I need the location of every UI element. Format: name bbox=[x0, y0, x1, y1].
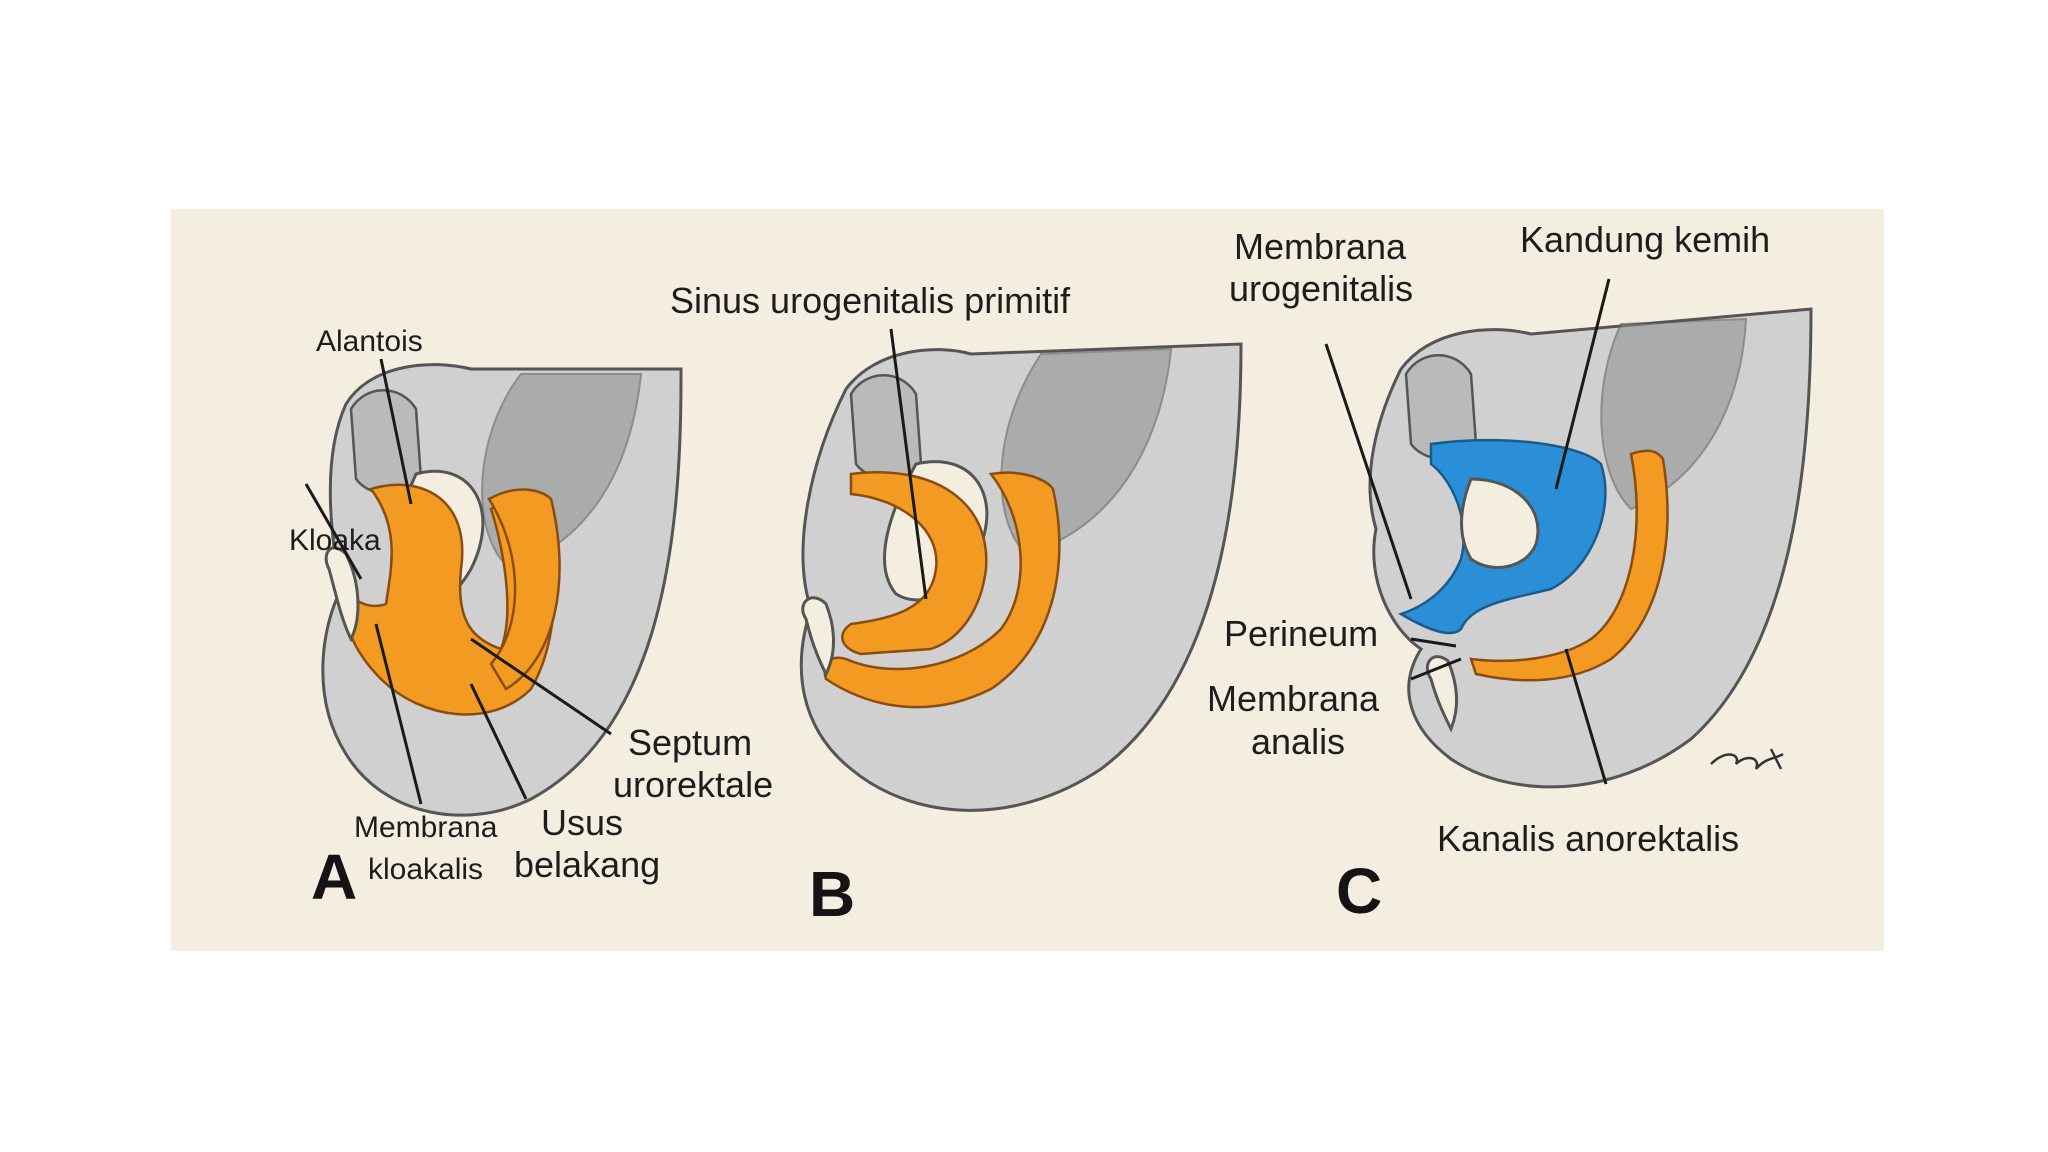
panel-c: Membrana urogenitalis Kandung kemih Peri… bbox=[1207, 219, 1813, 927]
illustrator-signature-mark bbox=[1710, 748, 1784, 770]
leader-membrana-kloakalis bbox=[374, 623, 423, 805]
panel-b-hindgut bbox=[823, 471, 1061, 709]
panel-a-tail-fold bbox=[324, 546, 360, 643]
label-sinus: Sinus urogenitalis primitif bbox=[670, 280, 1071, 321]
label-membrana-kloakalis-2: kloakalis bbox=[368, 853, 483, 886]
label-usus-1: Usus bbox=[541, 802, 623, 843]
leader-septum bbox=[470, 637, 612, 736]
panel-letter-a: A bbox=[311, 841, 357, 913]
label-septum-1: Septum bbox=[628, 722, 752, 763]
label-kandung-kemih: Kandung kemih bbox=[1520, 219, 1770, 260]
panel-a-allantois-tube bbox=[349, 389, 423, 496]
label-perineum: Perineum bbox=[1224, 613, 1378, 654]
leader-kloaka bbox=[304, 483, 363, 580]
panel-a: Alantois Kloaka Septum urorektale Membra… bbox=[289, 325, 773, 913]
embryology-figure: Alantois Kloaka Septum urorektale Membra… bbox=[171, 209, 1884, 951]
leader-usus-belakang bbox=[469, 683, 528, 800]
panel-letter-c: C bbox=[1336, 855, 1382, 927]
leader-membrana-analis bbox=[1410, 657, 1462, 681]
label-membrana-kloakalis-1: Membrana bbox=[354, 811, 498, 844]
panel-c-cavity bbox=[1460, 477, 1540, 569]
panel-b-allantois-tube bbox=[849, 374, 923, 481]
leader-membrana-uro bbox=[1324, 343, 1413, 600]
panel-c-tail-fold bbox=[1425, 655, 1459, 733]
panel-b-tail-fold bbox=[801, 596, 835, 678]
leader-perineum bbox=[1410, 637, 1457, 648]
label-membrana-uro-1: Membrana bbox=[1234, 226, 1407, 267]
leader-alantois bbox=[379, 358, 413, 505]
label-usus-2: belakang bbox=[514, 844, 660, 885]
label-kanalis: Kanalis anorektalis bbox=[1437, 818, 1739, 859]
leader-kanalis bbox=[1564, 648, 1608, 785]
panel-letter-b: B bbox=[809, 858, 855, 930]
panel-b: Sinus urogenitalis primitif B bbox=[670, 280, 1243, 930]
label-membrana-uro-2: urogenitalis bbox=[1229, 268, 1413, 309]
label-septum-2: urorektale bbox=[613, 764, 773, 805]
leader-sinus bbox=[889, 328, 928, 600]
label-kloaka: Kloaka bbox=[289, 524, 381, 557]
figure-drawing: Alantois Kloaka Septum urorektale Membra… bbox=[289, 219, 1813, 930]
panel-c-anorectal bbox=[1469, 449, 1669, 682]
leader-kandung-kemih bbox=[1554, 278, 1611, 490]
panel-a-hindgut bbox=[487, 488, 561, 691]
label-membrana-analis-2: analis bbox=[1251, 721, 1345, 762]
panel-b-sinus bbox=[841, 471, 988, 656]
label-membrana-analis-1: Membrana bbox=[1207, 678, 1380, 719]
label-alantois: Alantois bbox=[316, 325, 423, 358]
